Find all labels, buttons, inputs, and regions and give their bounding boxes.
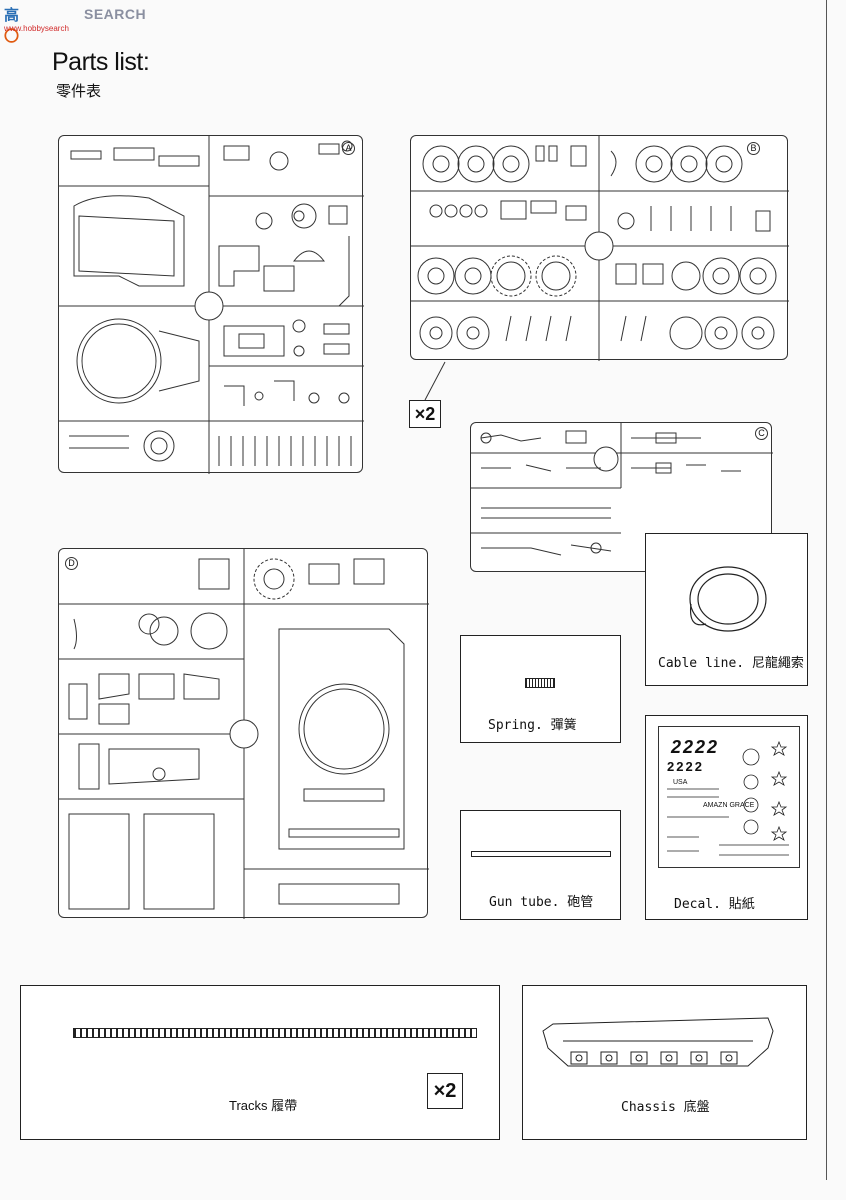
logo-text: SEARCH bbox=[84, 6, 147, 22]
sprue-d: D bbox=[58, 548, 429, 919]
decal-label: Decal. 貼紙 bbox=[674, 897, 755, 912]
tracks-label: Tracks 履帶 bbox=[229, 1098, 298, 1113]
decal-numbers-row2: 2222 bbox=[667, 759, 704, 774]
decal-text-amazn: AMAZN GRACE bbox=[703, 802, 755, 809]
sprue-letter-a: A bbox=[342, 142, 355, 155]
chassis-box: Chassis 底盤 bbox=[522, 985, 807, 1140]
sprue-a: A bbox=[58, 135, 364, 474]
sprue-b-quantity-badge: ×2 bbox=[409, 400, 441, 428]
decal-text-usa: USA bbox=[673, 779, 688, 786]
spring-box: Spring. 彈簧 bbox=[460, 635, 621, 743]
gun-tube-drawing bbox=[471, 851, 611, 857]
sprue-b: B bbox=[410, 135, 789, 361]
spring-label: Spring. 彈簧 bbox=[488, 718, 577, 733]
sprue-b-drawing bbox=[411, 136, 789, 361]
sprue-letter-d: D bbox=[65, 557, 78, 570]
sprue-c-drawing bbox=[471, 423, 773, 556]
chassis-label: Chassis 底盤 bbox=[621, 1100, 710, 1115]
page-title: Parts list: bbox=[52, 48, 150, 76]
decal-sheet: 2222 2222 USA AMAZN GRACE bbox=[658, 726, 800, 868]
page-subtitle: 零件表 bbox=[56, 83, 102, 100]
cable-line-label: Cable line. 尼龍繩索 bbox=[658, 656, 804, 671]
chassis-drawing bbox=[542, 1017, 774, 1067]
track-links-drawing bbox=[73, 1028, 477, 1038]
logo-text-image: 高〇 bbox=[4, 7, 20, 45]
page-border-line bbox=[826, 0, 827, 1180]
sprue-letter-c: C bbox=[755, 427, 768, 440]
decal-stars-drawing bbox=[667, 740, 789, 856]
spring-drawing bbox=[525, 678, 555, 688]
gun-tube-label: Gun tube. 砲管 bbox=[489, 895, 594, 910]
sprue-a-drawing bbox=[59, 136, 364, 474]
sprue-b-quantity: ×2 bbox=[414, 403, 436, 424]
sprue-d-drawing bbox=[59, 549, 429, 919]
sprue-letter-b: B bbox=[747, 142, 760, 155]
decal-box: 2222 2222 USA AMAZN GRACE Decal. 貼紙 bbox=[645, 715, 808, 920]
cable-line-box: Cable line. 尼龍繩索 bbox=[645, 533, 808, 686]
gun-tube-box: Gun tube. 砲管 bbox=[460, 810, 621, 920]
tracks-quantity-badge: ×2 bbox=[427, 1073, 463, 1109]
tracks-quantity: ×2 bbox=[433, 1079, 457, 1102]
cable-coil-drawing bbox=[689, 566, 767, 632]
logo-site: www.hobbysearch bbox=[4, 24, 69, 33]
tracks-box: Tracks 履帶 bbox=[20, 985, 500, 1140]
decal-numbers-row1: 2222 bbox=[671, 737, 720, 757]
